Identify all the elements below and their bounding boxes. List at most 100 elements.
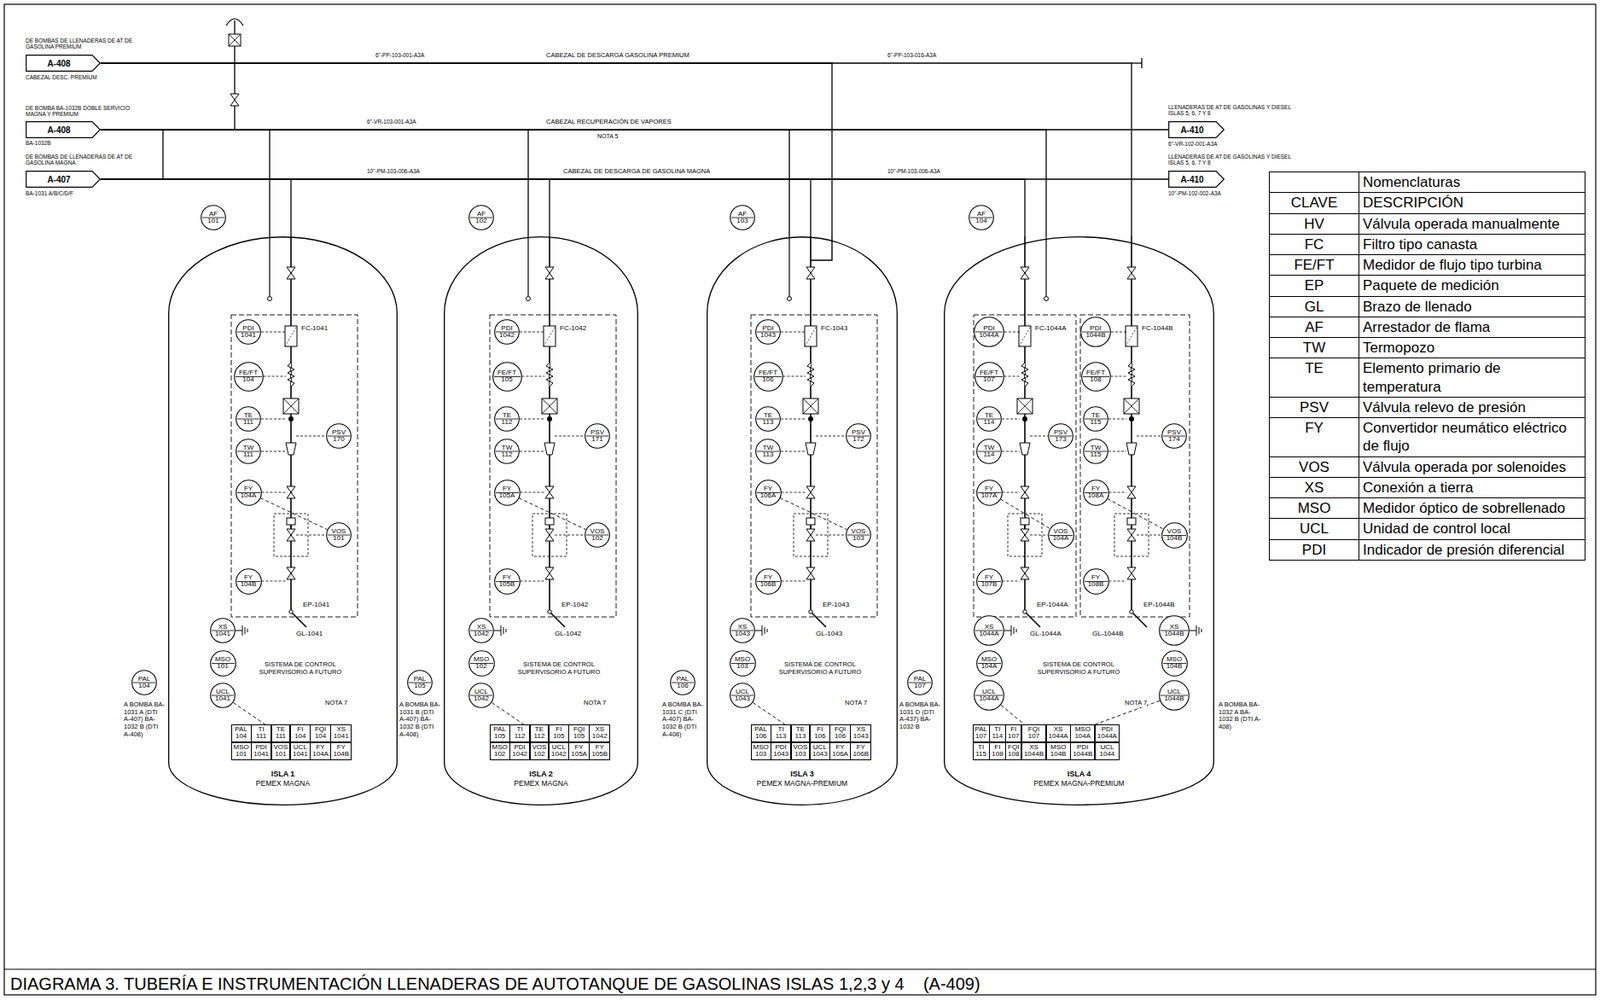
- table-text: PDI: [1302, 541, 1327, 559]
- basket-filter: [543, 325, 556, 347]
- line-note: 10"-PM-103-006-A3A: [887, 168, 941, 175]
- tag-text: 103: [736, 217, 748, 225]
- table-cell: Paquete de medición: [1359, 275, 1586, 297]
- tag-text: UCL: [1167, 688, 1182, 696]
- ground-symbol: [1016, 628, 1018, 633]
- turbine-meter-mark: [802, 398, 819, 414]
- temperature-bubble: TE113: [755, 406, 781, 432]
- reducer: [1126, 442, 1137, 455]
- nomenclature-table: NomenclaturasCLAVEDESCRIPCIÓNHVVálvula o…: [1268, 171, 1586, 561]
- tag-text: PDI: [983, 325, 995, 332]
- tag-text: 106B: [760, 581, 777, 588]
- tag-text: PAL: [138, 675, 152, 683]
- instrument-circle-outline: [1082, 568, 1109, 594]
- note-ref: NOTA 7: [583, 699, 606, 708]
- equipment-tag: GL-1042: [554, 629, 582, 638]
- instrument-circle-outline: [1083, 439, 1109, 465]
- tag-text: 107: [913, 682, 926, 690]
- instrument-circle-outline: [976, 479, 1002, 506]
- turbine-meter-mark: [541, 398, 558, 414]
- tag-text: XS 1042: [588, 724, 611, 744]
- thermowell-bubble: TW114: [976, 438, 1002, 465]
- tag-text: 107: [983, 376, 995, 384]
- signal-leader: [520, 492, 546, 494]
- ground-symbol: [1201, 628, 1203, 633]
- signal-leader: [1111, 376, 1128, 378]
- tag-text: 103: [852, 535, 864, 542]
- tag-text: 1043: [734, 695, 751, 703]
- tag-text: 114: [983, 451, 995, 459]
- table-row: EP Paquete de medición: [1269, 275, 1586, 297]
- table-row: XSConexión a tierra: [1269, 477, 1586, 498]
- tag-text: TE: [984, 412, 994, 419]
- island-caption: ISLA 4PEMEX MAGNA-PREMIUM: [943, 769, 1215, 788]
- instrument-circle-outline: [1161, 522, 1187, 548]
- tag-text: AF: [738, 210, 747, 218]
- table-cell: Termopozo: [1359, 337, 1586, 359]
- temperature-bubble: TE115: [1082, 406, 1109, 432]
- table-text: HV: [1303, 215, 1325, 233]
- tag-text: 112: [501, 451, 513, 459]
- offpage-connector: A-408: [25, 54, 101, 72]
- instrument-circle-outline: [494, 479, 520, 506]
- tag-text: TE: [502, 412, 512, 419]
- flow-converter-bubble: FY107A: [976, 479, 1003, 507]
- flexible-spool: [1021, 362, 1029, 387]
- tag-text: 1044A: [978, 331, 999, 339]
- table-row: AFArrestador de flama: [1269, 316, 1586, 338]
- tag-text: 115: [1090, 451, 1102, 459]
- tag-text: MSO 102: [489, 742, 511, 762]
- table-text: EP: [1304, 277, 1325, 294]
- table-cell: Medidor óptico de sobrellenado: [1359, 498, 1586, 519]
- table-cell: FY: [1269, 418, 1360, 458]
- ground-symbol: [500, 625, 502, 636]
- tag-text: 104A: [981, 663, 998, 670]
- tag-text: FE/FT: [497, 369, 517, 377]
- tag-text: FY: [984, 574, 994, 582]
- instrument-circle-outline: [494, 568, 520, 594]
- valve-stem: [1024, 524, 1026, 530]
- table-cell: Válvula operada por solenoides: [1359, 456, 1586, 478]
- tag-text: PDI 1044B: [1070, 742, 1095, 762]
- tag-text: VOS: [1053, 528, 1069, 536]
- tag-text: 1042: [473, 695, 489, 703]
- signal-leader: [815, 535, 846, 536]
- line-note: 10"-PM-103-006-A3A: [366, 168, 420, 175]
- tag-text: PDI 1042: [509, 742, 530, 762]
- signal-leader: [1029, 436, 1048, 437]
- flow-meter-bubble: FE/FT104: [233, 361, 264, 392]
- line-note: DE BOMBA BA-1032B DOBLE SERVICIO MAGNA Y…: [25, 104, 137, 118]
- system-note: SISTEMA DE CONTROL SUPERVISORIO A FUTURO: [772, 661, 868, 676]
- tag-text: TI 111: [250, 724, 272, 744]
- table-text: TW: [1303, 339, 1326, 356]
- island-drawing: [168, 236, 398, 806]
- loading-arm-joint: [289, 610, 293, 614]
- instrument-circle-outline: [1083, 407, 1109, 432]
- tag-text: A-410: [1180, 125, 1204, 135]
- signal-leader: [1002, 581, 1021, 582]
- solenoid-valve-bubble: VOS104A: [1047, 522, 1075, 549]
- tag-text: VOS 101: [271, 742, 291, 762]
- signal-leader: [519, 331, 545, 333]
- vapor-pipe-end: [526, 296, 531, 302]
- line-note: BA-1032B: [25, 139, 52, 146]
- tag-text: UCL: [215, 688, 230, 696]
- table-row: FE/FTMedidor de flujo tipo turbina: [1269, 255, 1586, 276]
- table-row: UCLUnidad de control local: [1269, 518, 1586, 540]
- table-cell: PSV: [1269, 396, 1360, 418]
- tag-text: MSO 103: [750, 742, 772, 762]
- ground-connection-bubble: XS1041: [209, 617, 236, 644]
- table-cell: UCL: [1269, 518, 1360, 540]
- instrument-circle-outline: [1047, 522, 1074, 548]
- signal-leader: [554, 535, 585, 536]
- vent-cap: [226, 18, 244, 26]
- local-control-unit-bubble: UCL1042: [468, 682, 495, 709]
- table-text: FY: [1304, 419, 1324, 437]
- signal-leader: [1004, 331, 1020, 333]
- table-text: AF: [1304, 319, 1324, 336]
- signal-leader: [261, 418, 286, 420]
- equipment-tag: EP-1044B: [1143, 600, 1175, 609]
- valve-symbol: [286, 267, 296, 280]
- thermowell-point: [1128, 416, 1135, 422]
